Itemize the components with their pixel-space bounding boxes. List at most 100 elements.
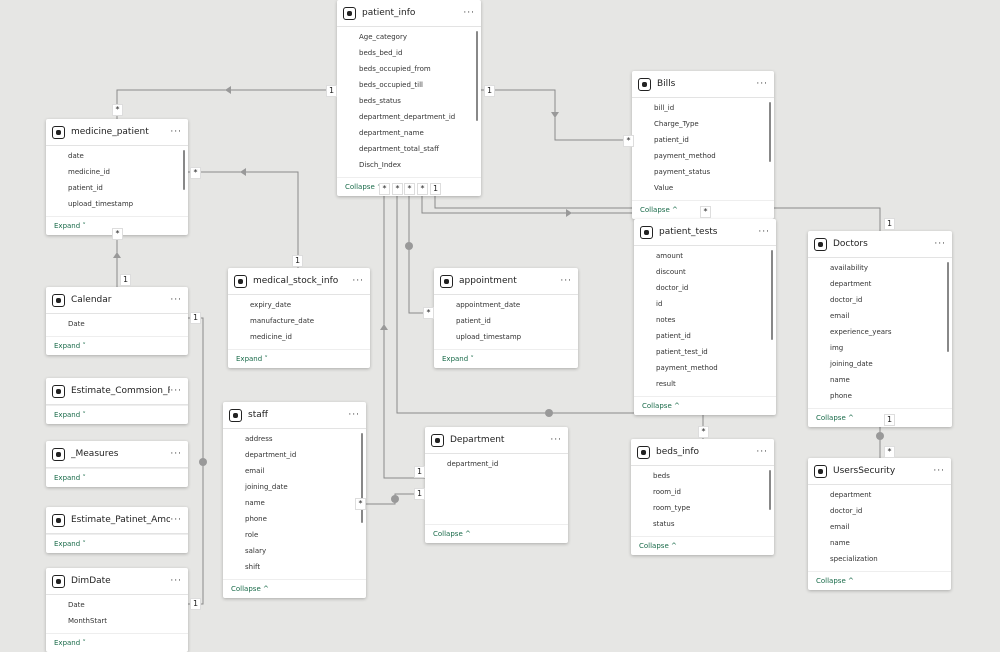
field-item[interactable]: department_name bbox=[359, 129, 424, 137]
more-options-button[interactable]: ··· bbox=[934, 239, 946, 249]
field-item[interactable]: bill_id bbox=[654, 104, 675, 112]
field-item[interactable]: appointment_date bbox=[456, 301, 521, 309]
expand-button[interactable]: Expand ˅ bbox=[46, 468, 188, 487]
field-item[interactable]: id bbox=[656, 300, 663, 308]
field-item[interactable]: MonthStart bbox=[68, 617, 108, 625]
field-item[interactable]: Age_category bbox=[359, 33, 407, 41]
more-options-button[interactable]: ··· bbox=[170, 295, 182, 305]
field-item[interactable]: email bbox=[830, 523, 850, 531]
field-item[interactable]: notes bbox=[656, 316, 676, 324]
field-item[interactable]: doctor_id bbox=[656, 284, 689, 292]
table-card-est-comm[interactable]: Estimate_Commsion_Rate ···Expand ˅ bbox=[46, 378, 188, 424]
table-header[interactable]: patient_tests ··· bbox=[634, 219, 776, 246]
field-item[interactable]: name bbox=[245, 499, 265, 507]
collapse-button[interactable]: Collapse ^ bbox=[631, 536, 774, 555]
field-item[interactable]: medicine_id bbox=[250, 333, 292, 341]
field-item[interactable]: patient_test_id bbox=[656, 348, 708, 356]
table-header[interactable]: Department ··· bbox=[425, 427, 568, 454]
scrollbar[interactable] bbox=[476, 31, 478, 121]
field-item[interactable]: expiry_date bbox=[250, 301, 292, 309]
table-header[interactable]: patient_info ··· bbox=[337, 0, 481, 27]
field-item[interactable]: specialization bbox=[830, 555, 878, 563]
scrollbar[interactable] bbox=[183, 150, 185, 190]
table-header[interactable]: appointment ··· bbox=[434, 268, 578, 295]
field-item[interactable]: patient_id bbox=[654, 136, 689, 144]
field-item[interactable]: doctor_id bbox=[830, 507, 863, 515]
table-header[interactable]: Bills ··· bbox=[632, 71, 774, 98]
field-item[interactable]: phone bbox=[245, 515, 267, 523]
scrollbar[interactable] bbox=[361, 433, 363, 523]
field-item[interactable]: room_type bbox=[653, 504, 691, 512]
more-options-button[interactable]: ··· bbox=[170, 576, 182, 586]
expand-button[interactable]: Expand ˅ bbox=[46, 336, 188, 355]
field-item[interactable]: beds bbox=[653, 472, 670, 480]
field-item[interactable]: department bbox=[830, 280, 872, 288]
field-item[interactable]: department_id bbox=[447, 460, 499, 468]
table-header[interactable]: Calendar ··· bbox=[46, 287, 188, 314]
field-item[interactable]: experience_years bbox=[830, 328, 892, 336]
field-item[interactable]: upload_timestamp bbox=[68, 200, 134, 208]
field-item[interactable]: Charge_Type bbox=[654, 120, 699, 128]
field-item[interactable]: beds_status bbox=[359, 97, 401, 105]
collapse-button[interactable]: Collapse ^ bbox=[223, 579, 366, 598]
expand-button[interactable]: Expand ˅ bbox=[46, 534, 188, 553]
field-item[interactable]: department_department_id bbox=[359, 113, 456, 121]
field-item[interactable]: patient_id bbox=[656, 332, 691, 340]
scrollbar[interactable] bbox=[769, 470, 771, 510]
field-item[interactable]: Value bbox=[654, 184, 674, 192]
field-item[interactable]: payment_status bbox=[654, 168, 711, 176]
collapse-button[interactable]: Collapse ^ bbox=[425, 524, 568, 543]
table-header[interactable]: medicine_patient ··· bbox=[46, 119, 188, 146]
field-item[interactable]: email bbox=[245, 467, 265, 475]
field-item[interactable]: patient_id bbox=[68, 184, 103, 192]
table-header[interactable]: beds_info ··· bbox=[631, 439, 774, 466]
table-header[interactable]: _Measures ··· bbox=[46, 441, 188, 468]
more-options-button[interactable]: ··· bbox=[463, 8, 475, 18]
field-item[interactable]: upload_timestamp bbox=[456, 333, 522, 341]
field-item[interactable]: department bbox=[830, 491, 872, 499]
scrollbar[interactable] bbox=[771, 250, 773, 340]
field-item[interactable]: Date bbox=[68, 601, 85, 609]
expand-button[interactable]: Expand ˅ bbox=[434, 349, 578, 368]
field-item[interactable]: email bbox=[830, 312, 850, 320]
field-item[interactable]: joining_date bbox=[830, 360, 873, 368]
field-item[interactable]: department_id bbox=[245, 451, 297, 459]
field-item[interactable]: beds_occupied_from bbox=[359, 65, 431, 73]
field-item[interactable]: date bbox=[68, 152, 84, 160]
expand-button[interactable]: Expand ˅ bbox=[228, 349, 370, 368]
field-item[interactable]: department_total_staff bbox=[359, 145, 439, 153]
field-item[interactable]: name bbox=[830, 376, 850, 384]
table-card-est-pat[interactable]: Estimate_Patinet_Amount ···Expand ˅ bbox=[46, 507, 188, 553]
table-header[interactable]: Estimate_Patinet_Amount ··· bbox=[46, 507, 188, 534]
scrollbar[interactable] bbox=[947, 262, 949, 352]
collapse-button[interactable]: Collapse ^ bbox=[808, 408, 952, 427]
field-item[interactable]: amount bbox=[656, 252, 684, 260]
table-header[interactable]: medical_stock_info ··· bbox=[228, 268, 370, 295]
more-options-button[interactable]: ··· bbox=[348, 410, 360, 420]
collapse-button[interactable]: Collapse ^ bbox=[634, 396, 776, 415]
field-item[interactable]: img bbox=[830, 344, 844, 352]
table-header[interactable]: DimDate ··· bbox=[46, 568, 188, 595]
table-header[interactable]: UsersSecurity ··· bbox=[808, 458, 951, 485]
expand-button[interactable]: Expand ˅ bbox=[46, 633, 188, 652]
more-options-button[interactable]: ··· bbox=[758, 227, 770, 237]
table-header[interactable]: staff ··· bbox=[223, 402, 366, 429]
more-options-button[interactable]: ··· bbox=[756, 447, 768, 457]
field-item[interactable]: phone bbox=[830, 392, 852, 400]
field-item[interactable]: status bbox=[653, 520, 675, 528]
collapse-button[interactable]: Collapse ^ bbox=[337, 177, 481, 196]
field-item[interactable]: result bbox=[656, 380, 676, 388]
field-item[interactable]: Date bbox=[68, 320, 85, 328]
field-item[interactable]: salary bbox=[245, 547, 267, 555]
more-options-button[interactable]: ··· bbox=[170, 386, 182, 396]
more-options-button[interactable]: ··· bbox=[560, 276, 572, 286]
expand-button[interactable]: Expand ˅ bbox=[46, 405, 188, 424]
table-header[interactable]: Estimate_Commsion_Rate ··· bbox=[46, 378, 188, 405]
table-header[interactable]: Doctors ··· bbox=[808, 231, 952, 258]
